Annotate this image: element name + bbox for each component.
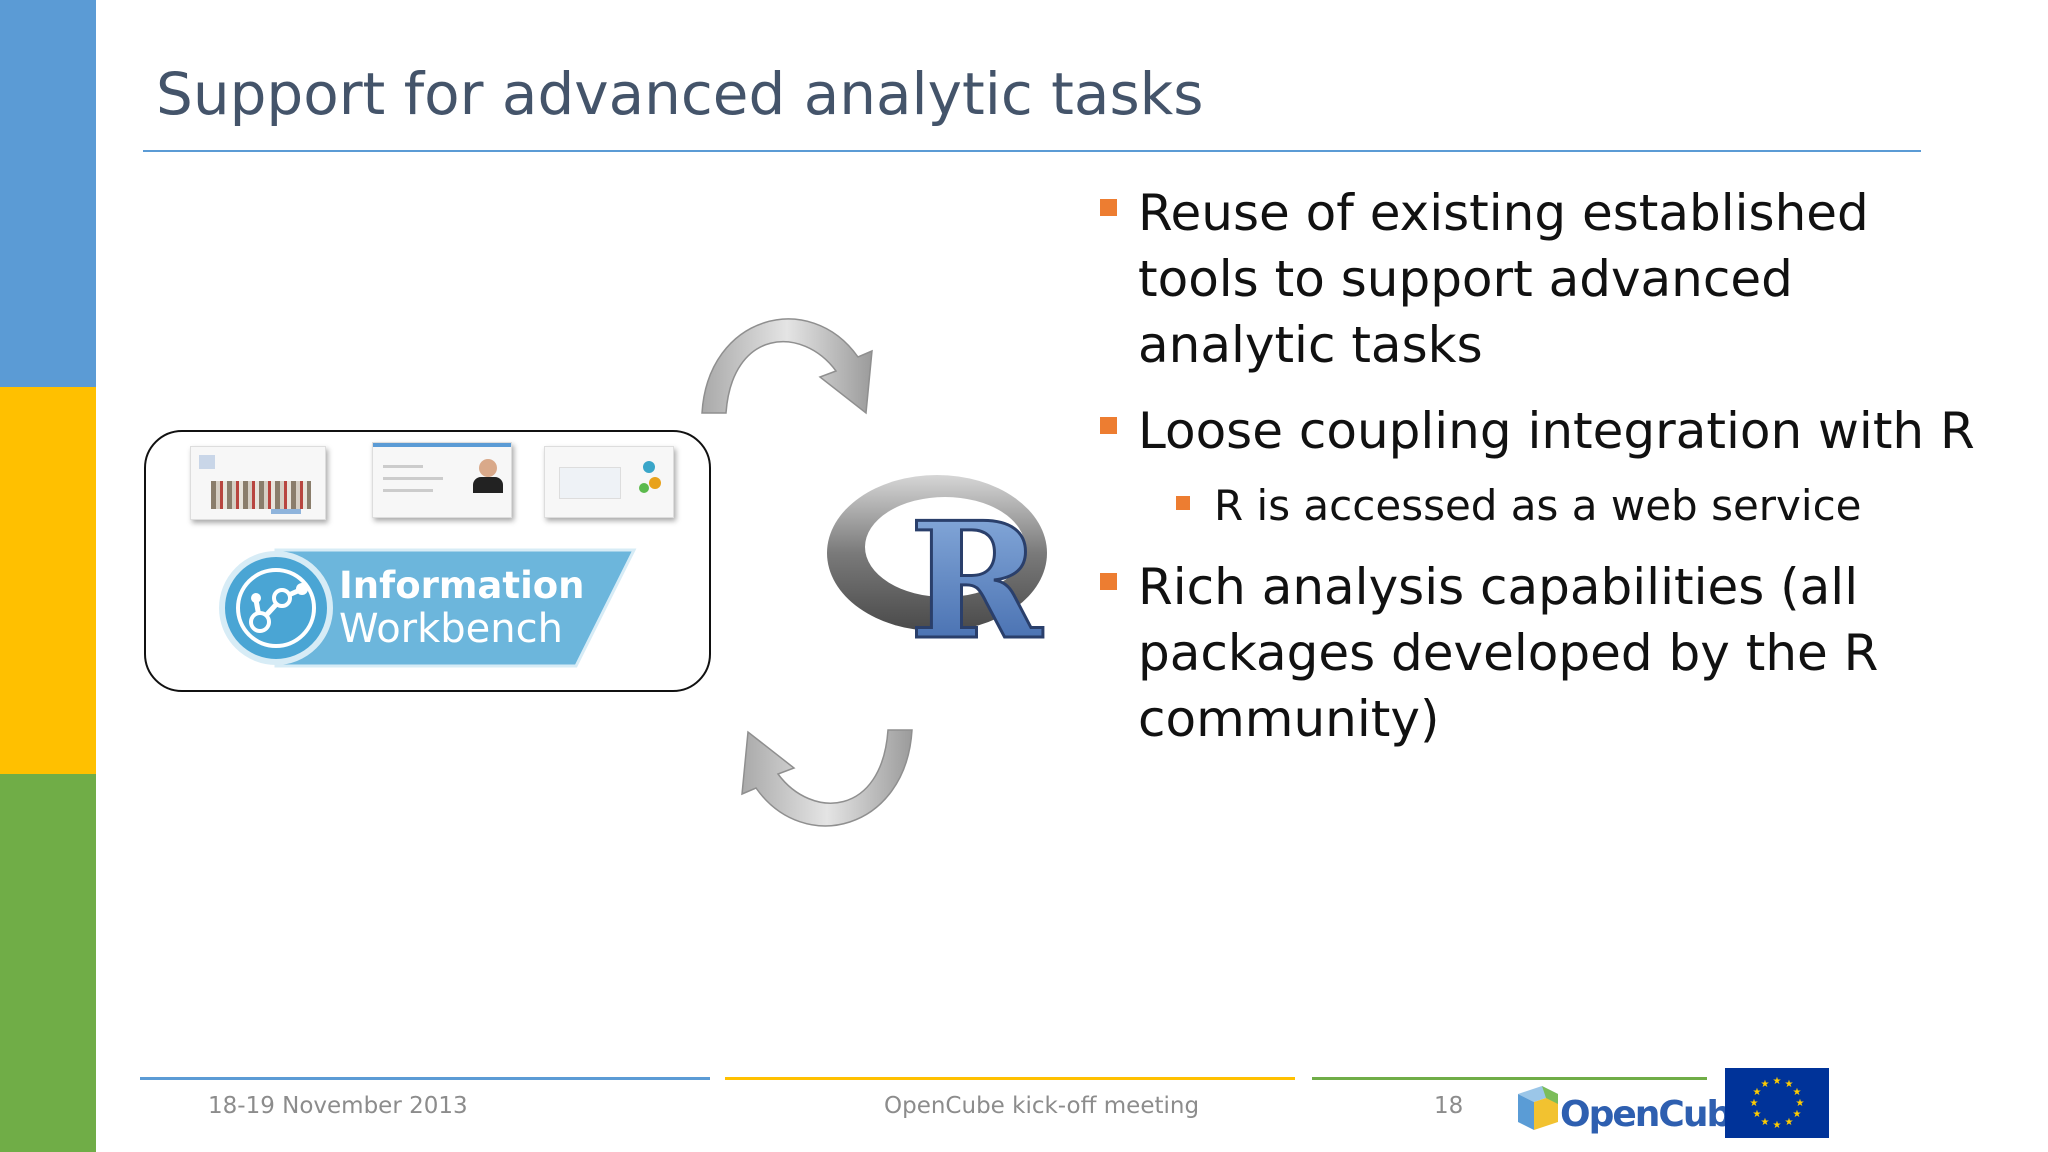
slide-title: Support for advanced analytic tasks	[156, 60, 1204, 128]
bullet-item-1: Reuse of existing established tools to s…	[1100, 180, 1980, 378]
r-logo-letter: R	[909, 487, 1043, 655]
bullet-marker	[1100, 417, 1117, 434]
title-divider	[143, 150, 1921, 152]
svg-text:★: ★	[1761, 1117, 1770, 1128]
opencube-cube-icon	[1518, 1086, 1558, 1130]
r-logo: R	[827, 475, 1047, 655]
svg-text:★: ★	[1785, 1117, 1794, 1128]
svg-text:★: ★	[1793, 1087, 1802, 1098]
svg-text:★: ★	[1761, 1079, 1770, 1090]
bullet-text: R is accessed as a web service	[1214, 481, 1862, 530]
footer-line-green	[1312, 1077, 1707, 1080]
bullet-marker	[1100, 573, 1117, 590]
eu-flag-icon: ★★★ ★★★ ★★★ ★★★	[1725, 1068, 1829, 1138]
sub-bullet-item-1: R is accessed as a web service	[1176, 478, 1980, 534]
bullet-text: Reuse of existing established tools to s…	[1138, 184, 1869, 374]
information-workbench-logo: Information Workbench	[219, 548, 637, 668]
screenshot-thumbnail-2	[372, 442, 512, 518]
svg-text:★: ★	[1750, 1098, 1759, 1109]
svg-text:★: ★	[1796, 1098, 1805, 1109]
left-accent-bar-blue	[0, 0, 96, 387]
footer-event: OpenCube kick-off meeting	[884, 1093, 1200, 1119]
svg-text:★: ★	[1753, 1087, 1762, 1098]
footer-line-blue	[140, 1077, 710, 1080]
workbench-panel: Information Workbench	[144, 430, 711, 692]
bullet-text: Loose coupling integration with R	[1138, 402, 1975, 460]
svg-text:★: ★	[1753, 1109, 1762, 1120]
left-accent-bar-yellow	[0, 387, 96, 774]
footer-date: 18-19 November 2013	[208, 1093, 468, 1119]
footer-line-yellow	[725, 1077, 1295, 1080]
footer-page-number: 18	[1434, 1093, 1464, 1119]
network-icon	[249, 583, 308, 633]
bullet-item-2: Loose coupling integration with R	[1100, 398, 1980, 464]
screenshot-thumbnail-3	[544, 446, 674, 518]
screenshot-thumbnail-1	[190, 446, 326, 520]
left-accent-bar-green	[0, 774, 96, 1152]
bullet-item-3: Rich analysis capabilities (all packages…	[1100, 554, 1980, 752]
arrow-from-r-icon	[741, 729, 913, 827]
arrow-to-r-icon	[701, 318, 873, 415]
workbench-text-line1: Information	[339, 564, 585, 607]
bullet-text: Rich analysis capabilities (all packages…	[1138, 558, 1879, 748]
svg-text:★: ★	[1773, 1120, 1782, 1131]
svg-text:★: ★	[1773, 1076, 1782, 1087]
workbench-text-line2: Workbench	[339, 606, 563, 652]
bullet-list: Reuse of existing established tools to s…	[1100, 180, 1980, 772]
bullet-marker	[1100, 199, 1117, 216]
svg-text:★: ★	[1785, 1079, 1794, 1090]
opencube-logo-text: OpenCube	[1560, 1094, 1755, 1135]
bullet-marker	[1176, 496, 1190, 510]
svg-text:★: ★	[1793, 1109, 1802, 1120]
